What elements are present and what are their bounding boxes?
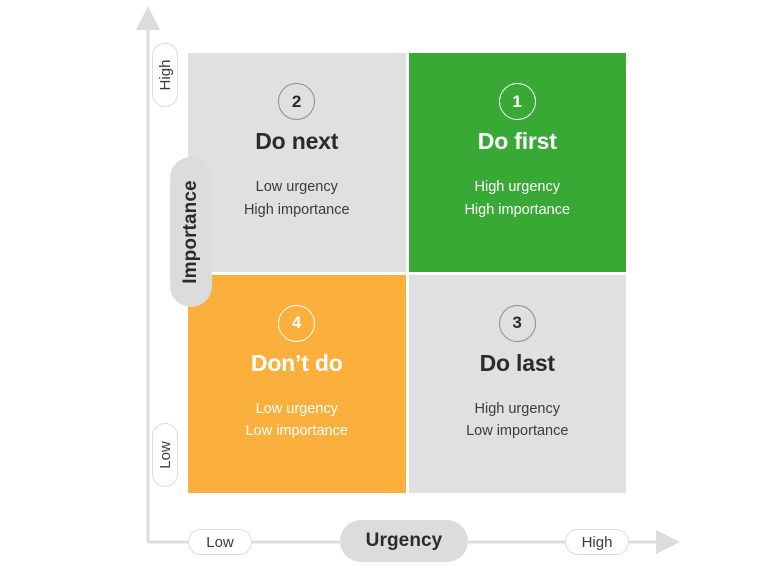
arrow-right-icon	[656, 530, 680, 554]
y-axis-title: Importance	[170, 157, 212, 307]
x-axis-low-label: Low	[188, 529, 252, 555]
quadrant-desc-line-2: High importance	[243, 201, 350, 218]
quadrant-do-next[interactable]: 2 Do next Low urgency High importance	[188, 53, 406, 272]
quadrant-desc-line-1: Low urgency	[255, 400, 338, 417]
quadrant-description: Low urgency Low importance	[246, 398, 348, 443]
quadrant-do-last[interactable]: 3 Do last High urgency Low importance	[408, 274, 626, 493]
quadrant-description: Low urgency High importance	[244, 176, 350, 221]
x-axis-title: Urgency	[340, 520, 468, 562]
quadrant-dont-do[interactable]: 4 Don’t do Low urgency Low importance	[188, 274, 406, 493]
quadrant-number-badge: 4	[278, 304, 316, 342]
quadrant-desc-line-1: High urgency	[474, 400, 560, 417]
quadrant-number-badge: 3	[498, 304, 536, 342]
quadrant-do-first[interactable]: 1 Do first High urgency High importance	[408, 53, 626, 272]
quadrant-desc-line-1: Low urgency	[255, 179, 338, 196]
arrow-up-icon	[136, 6, 160, 30]
y-axis-low-label: Low	[152, 423, 178, 487]
quadrant-number-badge: 2	[278, 83, 316, 120]
quadrant-title: Don’t do	[250, 349, 343, 376]
quadrant-title: Do last	[479, 349, 555, 376]
quadrant-title: Do next	[255, 128, 339, 154]
matrix-grid: 2 Do next Low urgency High importance 1 …	[188, 53, 626, 493]
quadrant-desc-line-1: High urgency	[474, 179, 560, 196]
quadrant-title: Do first	[477, 128, 557, 154]
quadrant-number-badge: 1	[498, 83, 536, 120]
quadrant-desc-line-2: Low importance	[245, 423, 348, 440]
x-axis-high-label: High	[565, 529, 629, 555]
quadrant-description: High urgency Low importance	[466, 398, 568, 443]
y-axis-high-label: High	[152, 43, 178, 107]
quadrant-desc-line-2: Low importance	[466, 423, 569, 440]
quadrant-desc-line-2: High importance	[464, 201, 571, 218]
quadrant-description: High urgency High importance	[464, 176, 570, 221]
